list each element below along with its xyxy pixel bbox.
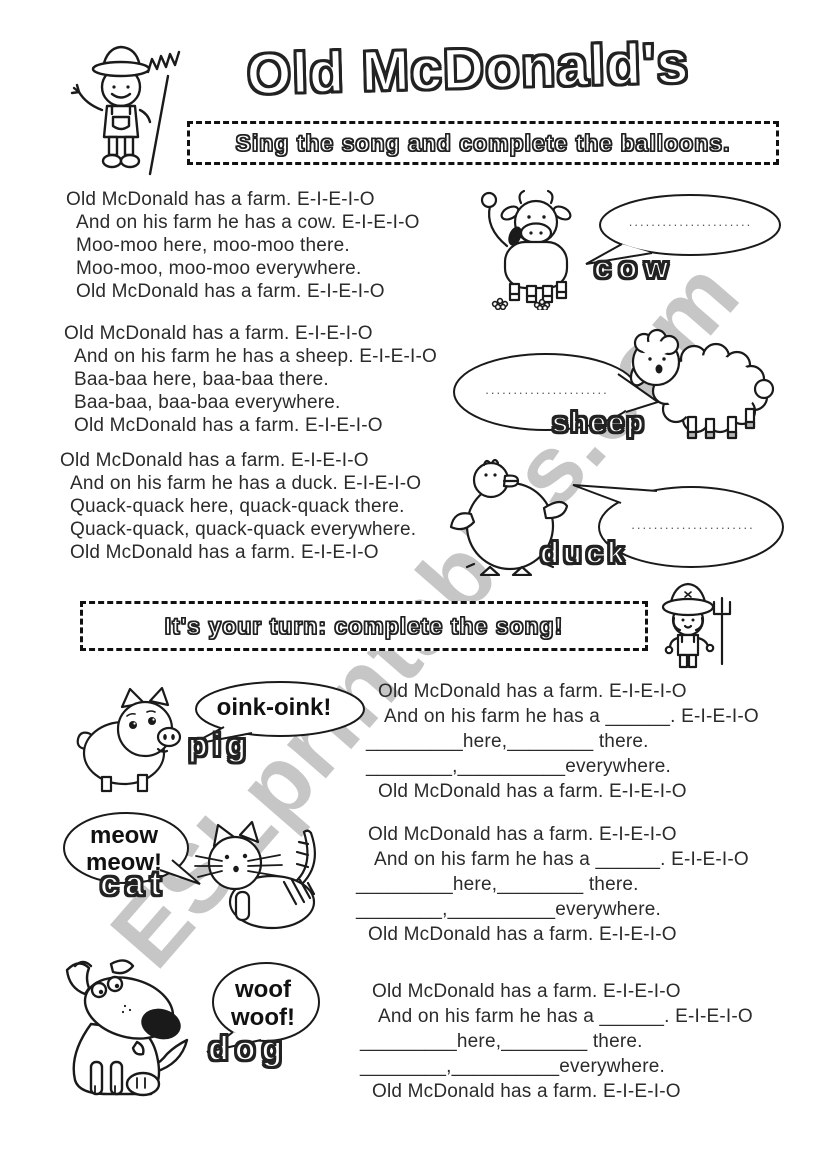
bubble-text: oink-oink! (216, 694, 332, 721)
speech-balloon-duck: ...................... (563, 477, 785, 572)
balloon-dots: ...................... (628, 214, 753, 229)
verse-line: Old McDonald has a farm. E-I-E-I-O (66, 189, 375, 210)
verse-line: Old McDonald has a farm. E-I-E-I-O (64, 323, 373, 344)
balloon-dots: ...................... (631, 517, 755, 532)
verse-line-with-blank: ________,__________everywhere. (356, 899, 661, 920)
exercise-verse-dog: Old McDonald has a farm. E-I-E-I-O And o… (360, 979, 753, 1104)
verse-line: Moo-moo, moo-moo everywhere. (76, 258, 362, 279)
verse-line-with-blank: And on his farm he has a ______. E-I-E-I… (374, 849, 749, 870)
farmer-girl-clipart (661, 582, 732, 669)
animal-label-pig: pig (187, 726, 251, 764)
verse-line-with-blank: ________,__________everywhere. (360, 1056, 665, 1077)
verse-line: Old McDonald has a farm. E-I-E-I-O (378, 781, 687, 802)
verse-line-with-blank: _________here,________ there. (366, 731, 649, 752)
verse-line: Old McDonald has a farm. E-I-E-I-O (368, 824, 677, 845)
verse-line: And on his farm he has a cow. E-I-E-I-O (76, 212, 420, 233)
verse-line: Quack-quack here, quack-quack there. (70, 496, 405, 517)
bubble-line: meow! (85, 849, 162, 876)
verse-line: Old McDonald has a farm. E-I-E-I-O (74, 415, 383, 436)
verse-line: Quack-quack, quack-quack everywhere. (70, 519, 417, 540)
verse-line: Old McDonald has a farm. E-I-E-I-O (70, 542, 379, 563)
bubble-text: woof woof! (213, 976, 313, 1032)
speech-balloon-sheep: ...................... (450, 348, 660, 443)
instruction-text-2: It's your turn: complete the song! (164, 612, 564, 639)
verse-line-with-blank: _________here,________ there. (356, 874, 639, 895)
verse-line: Old McDonald has a farm. E-I-E-I-O (372, 1081, 681, 1102)
verse-line: Moo-moo here, moo-moo there. (76, 235, 350, 256)
cow-clipart (480, 189, 572, 310)
bubble-line: woof (235, 976, 291, 1003)
speech-balloon-cow: ...................... (578, 192, 783, 267)
bubble-shape (189, 681, 365, 746)
verse-line-with-blank: And on his farm he has a ______. E-I-E-I… (384, 706, 759, 727)
verse-cow: Old McDonald has a farm. E-I-E-I-O And o… (66, 188, 420, 303)
balloon-shape (585, 194, 781, 265)
page-title: Old McDonald's (245, 30, 691, 108)
bubble-text: meow meow! (68, 822, 180, 876)
animal-label-sheep: sheep (551, 406, 646, 440)
animal-label-cat: cat (99, 864, 168, 904)
animal-label-duck: duck (539, 534, 629, 571)
instruction-banner-1: Sing the song and complete the balloons. (187, 121, 779, 165)
bubble-shape (63, 812, 201, 885)
instruction-text-1: Sing the song and complete the balloons. (235, 129, 731, 156)
verse-line-with-blank: _________here,________ there. (360, 1031, 643, 1052)
verse-line: Baa-baa, baa-baa everywhere. (74, 392, 341, 413)
verse-line: Baa-baa here, baa-baa there. (74, 369, 329, 390)
sheep-clipart (629, 328, 775, 440)
exercise-verse-pig: Old McDonald has a farm. E-I-E-I-O And o… (366, 679, 759, 804)
verse-line: And on his farm he has a duck. E-I-E-I-O (70, 473, 422, 494)
verse-line: And on his farm he has a sheep. E-I-E-I-… (74, 346, 438, 367)
verse-line: Old McDonald has a farm. E-I-E-I-O (378, 681, 687, 702)
dog-clipart (65, 959, 189, 1097)
verse-line: Old McDonald has a farm. E-I-E-I-O (368, 924, 677, 945)
balloon-shape (572, 484, 784, 568)
speech-bubble-cat: meow meow! (60, 810, 205, 898)
verse-line: Old McDonald has a farm. E-I-E-I-O (60, 450, 369, 471)
animal-label-dog: dog (207, 1029, 289, 1069)
speech-bubble-pig: oink-oink! (182, 679, 367, 751)
duck-clipart (449, 458, 569, 576)
bubble-line: meow (89, 822, 158, 849)
balloon-shape (453, 353, 660, 431)
bubble-shape (206, 962, 320, 1053)
animal-label-cow: cow (593, 249, 676, 286)
farmer-boy-clipart (70, 45, 181, 176)
verse-duck: Old McDonald has a farm. E-I-E-I-O And o… (60, 449, 421, 564)
verse-line: Old McDonald has a farm. E-I-E-I-O (372, 981, 681, 1002)
verse-line-with-blank: And on his farm he has a ______. E-I-E-I… (378, 1006, 753, 1027)
instruction-banner-2: It's your turn: complete the song! (80, 601, 648, 651)
exercise-verse-cat: Old McDonald has a farm. E-I-E-I-O And o… (356, 822, 749, 947)
pig-clipart (76, 686, 182, 793)
speech-bubble-dog: woof woof! (203, 960, 323, 1058)
bubble-line: woof! (231, 1004, 295, 1031)
verse-line: Old McDonald has a farm. E-I-E-I-O (76, 281, 385, 302)
balloon-dots: ...................... (485, 382, 609, 397)
verse-sheep: Old McDonald has a farm. E-I-E-I-O And o… (64, 322, 437, 437)
verse-line-with-blank: ________,__________everywhere. (366, 756, 671, 777)
cat-clipart (194, 820, 316, 930)
